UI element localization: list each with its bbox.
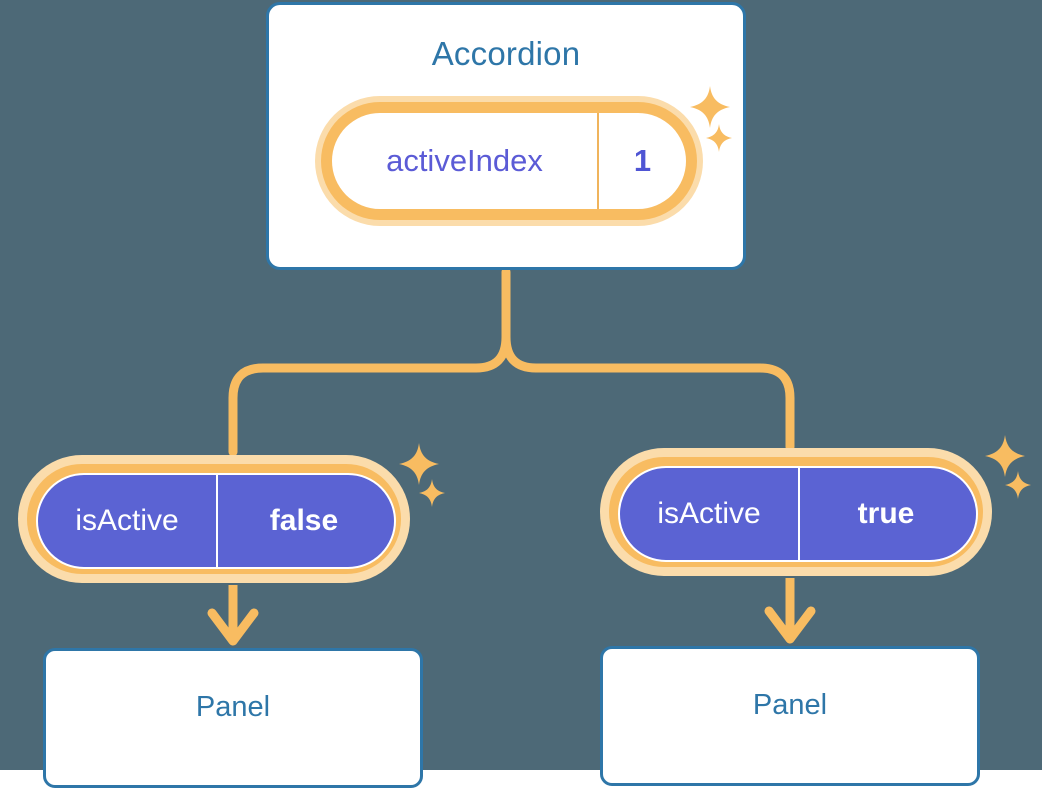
accordion-title: Accordion (431, 35, 581, 72)
prop-value-label: 1 (597, 113, 686, 209)
prop-pill-activeindex[interactable]: activeIndex 1 (315, 96, 703, 226)
panel-title: Panel (752, 689, 828, 721)
prop-value-label: true (798, 468, 972, 560)
panel-card-left[interactable]: Panel (43, 648, 423, 788)
sparkle-icon (399, 443, 439, 485)
pill-body: activeIndex 1 (332, 113, 686, 209)
panel-card-right[interactable]: Panel (600, 646, 980, 786)
prop-pill-isactive-true[interactable]: isActive true (600, 448, 992, 576)
prop-pill-isactive-false[interactable]: isActive false (18, 455, 410, 583)
sparkle-small-icon (419, 479, 445, 507)
prop-key-label: isActive (75, 504, 179, 537)
sparkle-icon (985, 435, 1025, 477)
prop-key-label: isActive (657, 497, 761, 530)
accordion-component-card[interactable]: Accordion activeIndex 1 (266, 2, 746, 270)
prop-value-label: false (216, 475, 390, 567)
prop-key-label: activeIndex (386, 143, 543, 178)
pill-body: isActive false (36, 473, 396, 569)
pill-body: isActive true (618, 466, 978, 562)
panel-title: Panel (195, 691, 271, 723)
sparkle-small-icon (1005, 471, 1031, 499)
